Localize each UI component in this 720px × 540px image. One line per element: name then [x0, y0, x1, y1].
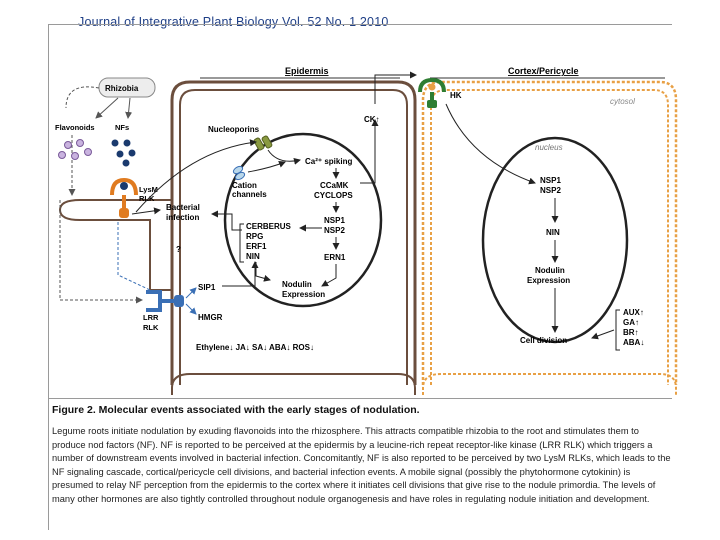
label-cortex-nsp2: NSP2: [540, 186, 561, 195]
label-nucleus: nucleus: [535, 143, 563, 152]
label-nucleoporins: Nucleoporins: [208, 125, 260, 134]
hormone-ga: GA↑: [623, 318, 639, 327]
label-cyclops: CYCLOPS: [314, 191, 353, 200]
label-cortex-nodulin-1: Nodulin: [535, 266, 565, 275]
arrow-lrr-sip1: [185, 287, 197, 299]
figure-caption-body: Legume roots initiate nodulation by exud…: [52, 426, 671, 504]
figure-bottom-rule: [48, 398, 672, 399]
nodulation-diagram: Epidermis Cortex/Pericycle cytosol nucle…: [55, 66, 678, 395]
top-rule: [48, 24, 672, 25]
region-epidermis: Epidermis: [285, 66, 329, 76]
hk-receptor: [418, 77, 446, 108]
dashed-arrow-to-lrr: [59, 200, 143, 304]
arrow-hk-nsp: [445, 103, 536, 185]
label-ern1: ERN1: [324, 253, 346, 262]
cortex-nucleus: [481, 136, 629, 344]
arrow-hormones-division: [591, 329, 615, 340]
arrow-cation-ca: [247, 160, 286, 173]
label-cation-2: channels: [232, 190, 267, 199]
label-hmgr: HMGR: [198, 313, 223, 322]
label-nsp1: NSP1: [324, 216, 345, 225]
hormone-br: BR↑: [623, 328, 639, 337]
gene-list-left: CERBERUS RPG ERF1 NIN: [239, 222, 292, 263]
label-epidermis-hormones: Ethylene↓ JA↓ SA↓ ABA↓ ROS↓: [196, 343, 314, 352]
lysm-receptor: [110, 177, 138, 218]
label-nfs: NFs: [115, 123, 129, 132]
label-cortex-nodulin-2: Expression: [527, 276, 570, 285]
label-rhizobia: Rhizobia: [105, 84, 139, 93]
epidermis-nucleus: [223, 132, 383, 308]
gene-rpg: RPG: [246, 232, 263, 241]
label-flavonoids: Flavonoids: [55, 123, 95, 132]
arrow-rhizobia-nfs: [125, 97, 133, 119]
lower-cortex-cell: [422, 373, 677, 395]
arrow-genes-bacterial: [211, 210, 242, 231]
dashed-arrow-lysm-lrr: [117, 222, 151, 291]
left-rule: [48, 24, 49, 530]
label-hk: HK: [450, 91, 462, 100]
figure-caption-title: Figure 2. Molecular events associated wi…: [52, 404, 420, 416]
arrow-nin-nodulin: [255, 262, 271, 282]
arrow-ern1-nodulin: [321, 264, 337, 287]
lrr-receptor: [146, 290, 184, 312]
flavonoid-molecules: [58, 139, 92, 160]
arrow-ck-to-cortex: [374, 71, 417, 104]
label-nodulin-1: Nodulin: [282, 280, 312, 289]
region-cortex: Cortex/Pericycle: [508, 66, 579, 76]
arrow-sip1-nin: [222, 261, 259, 287]
label-lysm-1: LysM: [139, 185, 158, 194]
label-nsp2: NSP2: [324, 226, 345, 235]
root-hair-lower: [59, 209, 172, 291]
nucleoporin-pore: [253, 135, 273, 151]
label-cell-division: Cell division: [520, 336, 567, 345]
label-lrr-2: RLK: [143, 323, 159, 332]
journal-header: Journal of Integrative Plant Biology Vol…: [78, 15, 389, 29]
arrow-nucleoporins-ca: [267, 149, 301, 165]
label-sip1: SIP1: [198, 283, 216, 292]
lower-epidermis-cell: [171, 373, 416, 395]
label-cytosol: cytosol: [610, 97, 635, 106]
root-hair-upper: [59, 199, 172, 211]
nod-factor-molecules: [111, 139, 136, 167]
label-lrr-1: LRR: [143, 313, 159, 322]
arrow-lysm-nucleoporins: [135, 139, 257, 213]
epidermis-cell-wall: [170, 80, 417, 385]
rhizobia-cell: Rhizobia: [98, 77, 156, 98]
gene-cerberus: CERBERUS: [246, 222, 292, 231]
arrow-lysm-bacterial: [131, 207, 161, 215]
label-bacterial-1: Bacterial: [166, 203, 200, 212]
hormone-aba: ABA↓: [623, 338, 644, 347]
label-bacterial-2: infection: [166, 213, 199, 222]
cortex-hormone-list: AUX↑ GA↑ BR↑ ABA↓: [615, 308, 644, 351]
label-question: ?: [176, 245, 181, 254]
dashed-arrow-rhizobia-loop: [65, 86, 100, 109]
label-ccamk: CCaMK: [320, 181, 349, 190]
label-ca-spiking: Ca²⁺ spiking: [305, 157, 352, 166]
arrow-rhizobia-flavonoids: [95, 97, 119, 119]
label-cortex-nsp1: NSP1: [540, 176, 561, 185]
hormone-aux: AUX↑: [623, 308, 644, 317]
arrow-ck-up: [360, 119, 379, 184]
label-cation-1: Cation: [232, 181, 257, 190]
label-ck: CK↑: [364, 115, 380, 124]
gene-erf1: ERF1: [246, 242, 267, 251]
label-lysm-2: RLK: [139, 194, 155, 203]
cation-channel: [232, 165, 246, 181]
label-cortex-nin: NIN: [546, 228, 560, 237]
gene-nin: NIN: [246, 252, 260, 261]
label-nodulin-2: Expression: [282, 290, 325, 299]
arrow-lrr-hmgr: [185, 303, 197, 315]
